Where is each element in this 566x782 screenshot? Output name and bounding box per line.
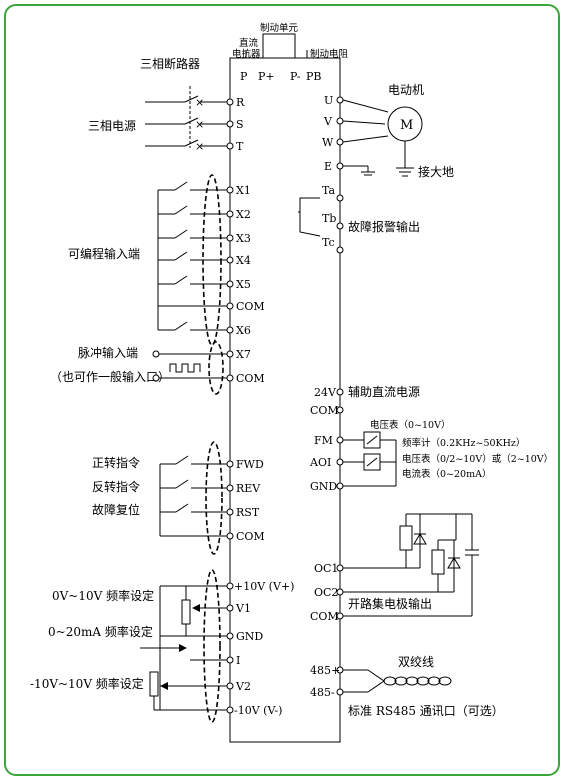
rs485-label: 标准 RS485 通讯口（可选） bbox=[348, 704, 504, 718]
run-command-wiring bbox=[159, 441, 228, 555]
terminal-p: P bbox=[240, 70, 248, 83]
terminal-com-4: COM bbox=[310, 404, 339, 417]
twisted-pair-label: 双绞线 bbox=[398, 654, 434, 669]
brake-resistor-label: 制动电阻 bbox=[310, 48, 349, 60]
terminal-s: S bbox=[236, 118, 244, 131]
terminal-p-plus: P+ bbox=[258, 70, 275, 83]
terminal-minus10v: -10V (V-) bbox=[234, 704, 282, 717]
terminal-plus10v: +10V (V+) bbox=[234, 580, 294, 593]
terminal-aoi: AOI bbox=[309, 456, 331, 469]
terminal-fwd: FWD bbox=[236, 458, 264, 471]
terminal-t: T bbox=[236, 140, 244, 153]
breaker-label: 三相断路器 bbox=[140, 56, 200, 71]
terminal-com-1: COM bbox=[236, 300, 265, 313]
diagram-frame bbox=[4, 4, 560, 776]
terminal-485-plus: 485+ bbox=[310, 664, 340, 677]
pulse-input-sublabel: （也可作一般输入口） bbox=[50, 369, 170, 384]
power-lines: × × × bbox=[145, 86, 228, 153]
terminal-com-5: COM bbox=[310, 610, 339, 623]
terminal-u: U bbox=[324, 94, 333, 107]
open-collector-wiring bbox=[343, 513, 479, 617]
brake-unit-box bbox=[262, 33, 296, 59]
terminal-com-3: COM bbox=[236, 530, 265, 543]
reverse-command-label: 反转指令 bbox=[92, 479, 140, 494]
fault-output-label: 故障报警输出 bbox=[348, 219, 420, 234]
terminal-e: E bbox=[324, 160, 332, 173]
terminal-v: V bbox=[323, 115, 333, 128]
terminal-x4: X4 bbox=[236, 254, 251, 267]
terminal-i: I bbox=[236, 654, 240, 667]
open-collector-label: 开路集电极输出 bbox=[348, 596, 432, 611]
terminal-rev: REV bbox=[236, 482, 261, 495]
pulse-input-label: 脉冲输入端 bbox=[78, 345, 138, 360]
terminal-485-minus: 485- bbox=[310, 686, 335, 699]
brake-unit-label: 制动单元 bbox=[260, 22, 299, 34]
terminal-x3: X3 bbox=[236, 232, 251, 245]
motor-m: M bbox=[400, 118, 413, 133]
terminal-tc: Tc bbox=[322, 236, 335, 249]
freqmeter-label: 频率计（0.2KHz~50KHz） bbox=[402, 437, 525, 449]
analog-input-wiring bbox=[140, 569, 228, 723]
terminal-fm: FM bbox=[314, 434, 333, 447]
voltmeter-label: 电压表（0~10V） bbox=[370, 419, 450, 431]
three-phase-label: 三相电源 bbox=[88, 119, 136, 133]
svg-text:×: × bbox=[195, 118, 204, 131]
terminal-ta: Ta bbox=[322, 184, 335, 197]
svg-text:×: × bbox=[195, 140, 204, 153]
v1-setting-label: 0V~10V 频率设定 bbox=[52, 588, 154, 603]
programmable-input-label: 可编程输入端 bbox=[68, 246, 140, 261]
v2-setting-label: -10V~10V 频率设定 bbox=[30, 676, 144, 691]
terminal-p-minus: P- bbox=[290, 70, 301, 83]
terminal-w: W bbox=[322, 136, 334, 149]
terminal-x5: X5 bbox=[236, 278, 251, 291]
fault-reset-label: 故障复位 bbox=[92, 502, 140, 517]
terminal-oc1: OC1 bbox=[314, 562, 338, 575]
terminal-x6: X6 bbox=[236, 324, 251, 337]
forward-command-label: 正转指令 bbox=[92, 455, 140, 470]
dc-reactor-label-1: 直流 bbox=[239, 37, 259, 49]
motor-title: 电动机 bbox=[388, 83, 424, 97]
terminal-24v: 24V bbox=[314, 386, 337, 399]
twisted-pair bbox=[343, 669, 452, 693]
ammeter-label: 电流表（0~20mA） bbox=[402, 468, 491, 480]
ground-label: 接大地 bbox=[418, 164, 454, 179]
terminal-gnd-2: GND bbox=[310, 480, 337, 493]
current-setting-label: 0~20mA 频率设定 bbox=[48, 624, 153, 639]
terminal-pb: PB bbox=[306, 70, 322, 83]
terminal-x2: X2 bbox=[236, 208, 251, 221]
terminal-rst: RST bbox=[236, 506, 260, 519]
digital-input-wiring bbox=[157, 174, 228, 346]
terminal-tb: Tb bbox=[322, 212, 336, 225]
terminal-oc2: OC2 bbox=[314, 586, 338, 599]
terminal-v1: V1 bbox=[235, 602, 251, 615]
terminal-x1: X1 bbox=[236, 184, 251, 197]
pulse-wiring bbox=[152, 341, 228, 395]
terminal-x7: X7 bbox=[236, 348, 251, 361]
terminal-v2: V2 bbox=[235, 680, 251, 693]
terminal-com-2: COM bbox=[236, 372, 265, 385]
dc-reactor-label-2: 电抗器 bbox=[232, 48, 261, 60]
svg-text:×: × bbox=[195, 96, 204, 109]
terminal-gnd-1: GND bbox=[236, 630, 263, 643]
terminal-r: R bbox=[236, 96, 245, 109]
analog-output-wiring bbox=[343, 431, 397, 487]
aux-power-label: 辅助直流电源 bbox=[348, 385, 420, 399]
voltmeter2-label: 电压表（0/2~10V）或（2~10V） bbox=[402, 453, 553, 465]
